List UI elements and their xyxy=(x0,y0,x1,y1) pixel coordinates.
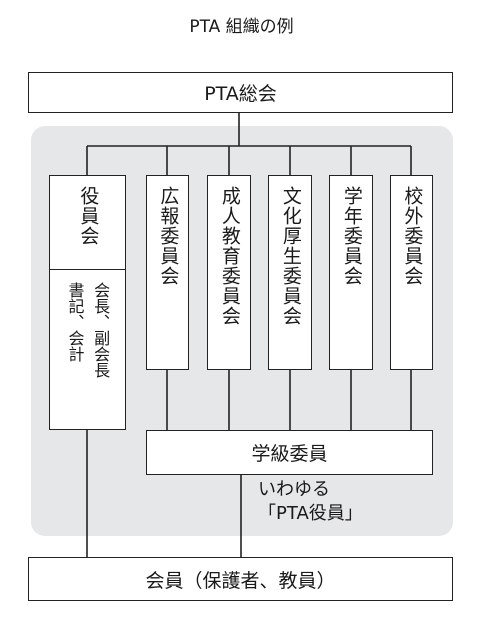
committee-label: 成人教育委員会 xyxy=(218,186,241,326)
committee-box: 校外委員会 xyxy=(390,175,433,370)
class-committee-box: 学級委員 xyxy=(146,430,433,475)
members-label: 会員（保護者、教員） xyxy=(145,569,336,592)
general-assembly-label: PTA総会 xyxy=(204,83,277,105)
officers-label-cell: 役員会 xyxy=(50,176,125,270)
officers-box: 役員会 会長、副会長 書記、会計 xyxy=(49,175,126,430)
officers-member-line: 書記、会計 xyxy=(65,282,85,362)
members-box: 会員（保護者、教員） xyxy=(28,557,453,601)
officers-label: 役員会 xyxy=(77,186,100,246)
officers-member-line: 会長、副会長 xyxy=(91,282,111,378)
committee-label: 校外委員会 xyxy=(401,186,424,286)
officers-members: 会長、副会長 書記、会計 xyxy=(50,270,125,378)
committee-box: 学年委員会 xyxy=(329,175,373,370)
committee-label: 文化厚生委員会 xyxy=(279,186,302,326)
note-line: いわゆる xyxy=(258,479,330,500)
committee-box: 広報委員会 xyxy=(146,175,189,370)
diagram-title: PTA 組織の例 xyxy=(189,17,294,37)
committee-box: 成人教育委員会 xyxy=(207,175,251,370)
class-committee-label: 学級委員 xyxy=(251,443,328,465)
general-assembly-box: PTA総会 xyxy=(28,72,453,113)
committee-box: 文化厚生委員会 xyxy=(268,175,312,370)
pta-officers-note: いわゆる 「PTA役員」 xyxy=(258,478,363,527)
note-line: 「PTA役員」 xyxy=(258,503,363,525)
committee-label: 広報委員会 xyxy=(157,186,180,286)
committee-label: 学年委員会 xyxy=(340,186,363,286)
